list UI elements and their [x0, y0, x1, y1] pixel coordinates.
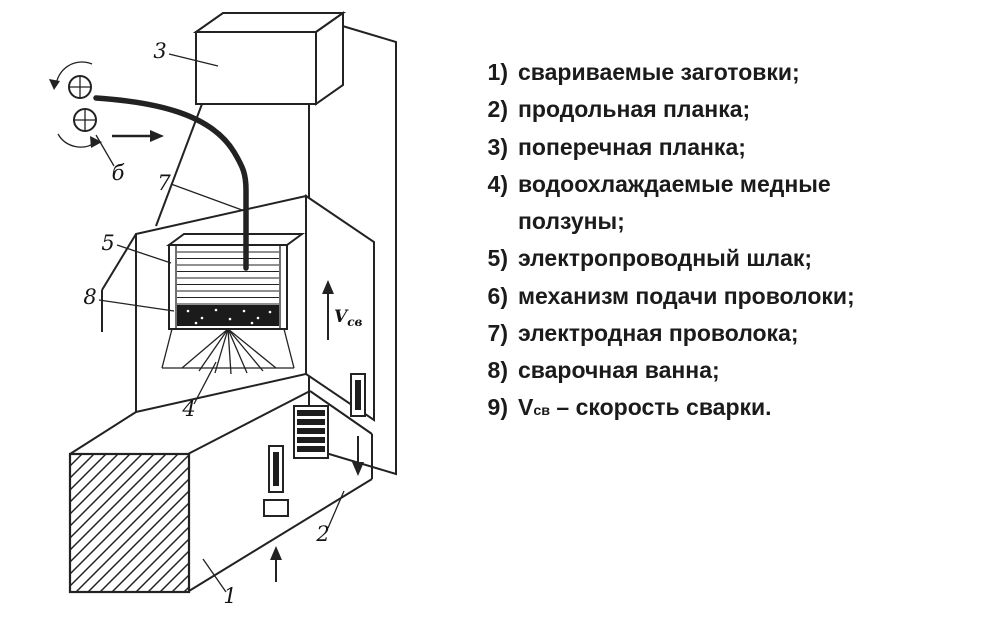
label-2-longitudinal-bar: 2: [315, 522, 329, 546]
legend-item-number: 3): [487, 133, 508, 160]
legend-item: 5) электропроводный шлак;: [466, 240, 984, 277]
legend-item-number: 2): [487, 96, 508, 123]
legend-item: 9) Vсв – скорость сварки.: [466, 389, 984, 426]
legend-item-text: сварочная ванна;: [518, 357, 720, 383]
weld-seam-fan: [161, 328, 295, 375]
label-6-wire-feed: б: [112, 161, 125, 185]
rotation-arc-bottom: [57, 133, 97, 148]
conductive-slag-hatch: [177, 249, 279, 305]
label-8-weld-pool: 8: [83, 285, 96, 309]
arrow-up-bottom: [270, 546, 282, 582]
support-foot: [263, 499, 289, 517]
feed-direction-arrow: [112, 130, 164, 142]
label-5-slag: 5: [101, 231, 114, 255]
legend-item-number: 4): [487, 170, 508, 197]
legend-item: 7) электродная проволока;: [466, 315, 984, 352]
weld-pool-band: [177, 305, 279, 326]
legend-item-number: 7): [487, 319, 508, 346]
legend-item-text: электродная проволока;: [518, 319, 799, 346]
vsv-symbol: V: [518, 394, 534, 421]
label-1-workpieces: 1: [223, 584, 236, 608]
wire-feed-mechanism: [49, 61, 164, 148]
slag-bath-mould: [161, 233, 306, 375]
legend-item: 8) сварочная ванна;: [466, 352, 984, 389]
lower-beam-and-workpiece: [68, 373, 373, 594]
legend-item-number: 6): [487, 282, 508, 309]
welding-speed-arrow: Vсв: [322, 280, 363, 340]
legend-item: 6) механизм подачи проволоки;: [466, 278, 984, 315]
welding-speed-symbol: Vсв: [334, 307, 363, 329]
legend-item-number: 1): [487, 59, 508, 85]
longitudinal-bar-stack: [293, 405, 329, 459]
legend-item-text: водоохлаждаемые медные ползуны;: [518, 170, 831, 234]
diagram-number-labels: 3 б 7 5 8 4 1 2: [83, 39, 329, 608]
legend-item-number: 5): [487, 245, 508, 272]
legend-item-text: Vсв – скорость сварки.: [518, 389, 772, 426]
legend-item-text: продольная планка;: [518, 96, 751, 123]
leader-lines: [95, 53, 345, 593]
legend-item-text: поперечная планка;: [518, 133, 746, 160]
hatched-workpiece-block: [68, 452, 191, 594]
legend-item-number: 8): [487, 357, 508, 383]
label-3-transverse-bar: 3: [153, 39, 166, 63]
transverse-bar-box: [155, 11, 347, 227]
vsv-subscript: св: [533, 403, 551, 420]
label-4-copper-shoes: 4: [181, 397, 195, 421]
legend-item-number: 9): [487, 394, 508, 421]
legend-item: 2) продольная планка;: [466, 91, 984, 128]
welding-scheme-svg: Vсв: [49, 11, 397, 608]
legend-item-text: свариваемые заготовки;: [518, 59, 800, 85]
guide-tab-right: [350, 373, 366, 417]
label-7-electrode-wire: 7: [157, 171, 171, 195]
legend-item-text: электропроводный шлак;: [518, 245, 813, 272]
welding-scheme-diagram: Vсв: [6, 2, 458, 616]
electrode-wire: [93, 95, 249, 271]
legend-item: 1) свариваемые заготовки;: [466, 54, 984, 91]
vsv-description: – скорость сварки.: [550, 394, 772, 421]
legend-item: 4) водоохлаждаемые медные ползуны;: [466, 166, 984, 241]
arrow-down-right: [352, 436, 364, 476]
legend-item-text: механизм подачи проволоки;: [518, 282, 855, 309]
legend-item: 3) поперечная планка;: [466, 129, 984, 166]
legend: 1) свариваемые заготовки; 2) продольная …: [466, 54, 984, 427]
guide-tab-left: [268, 445, 284, 493]
